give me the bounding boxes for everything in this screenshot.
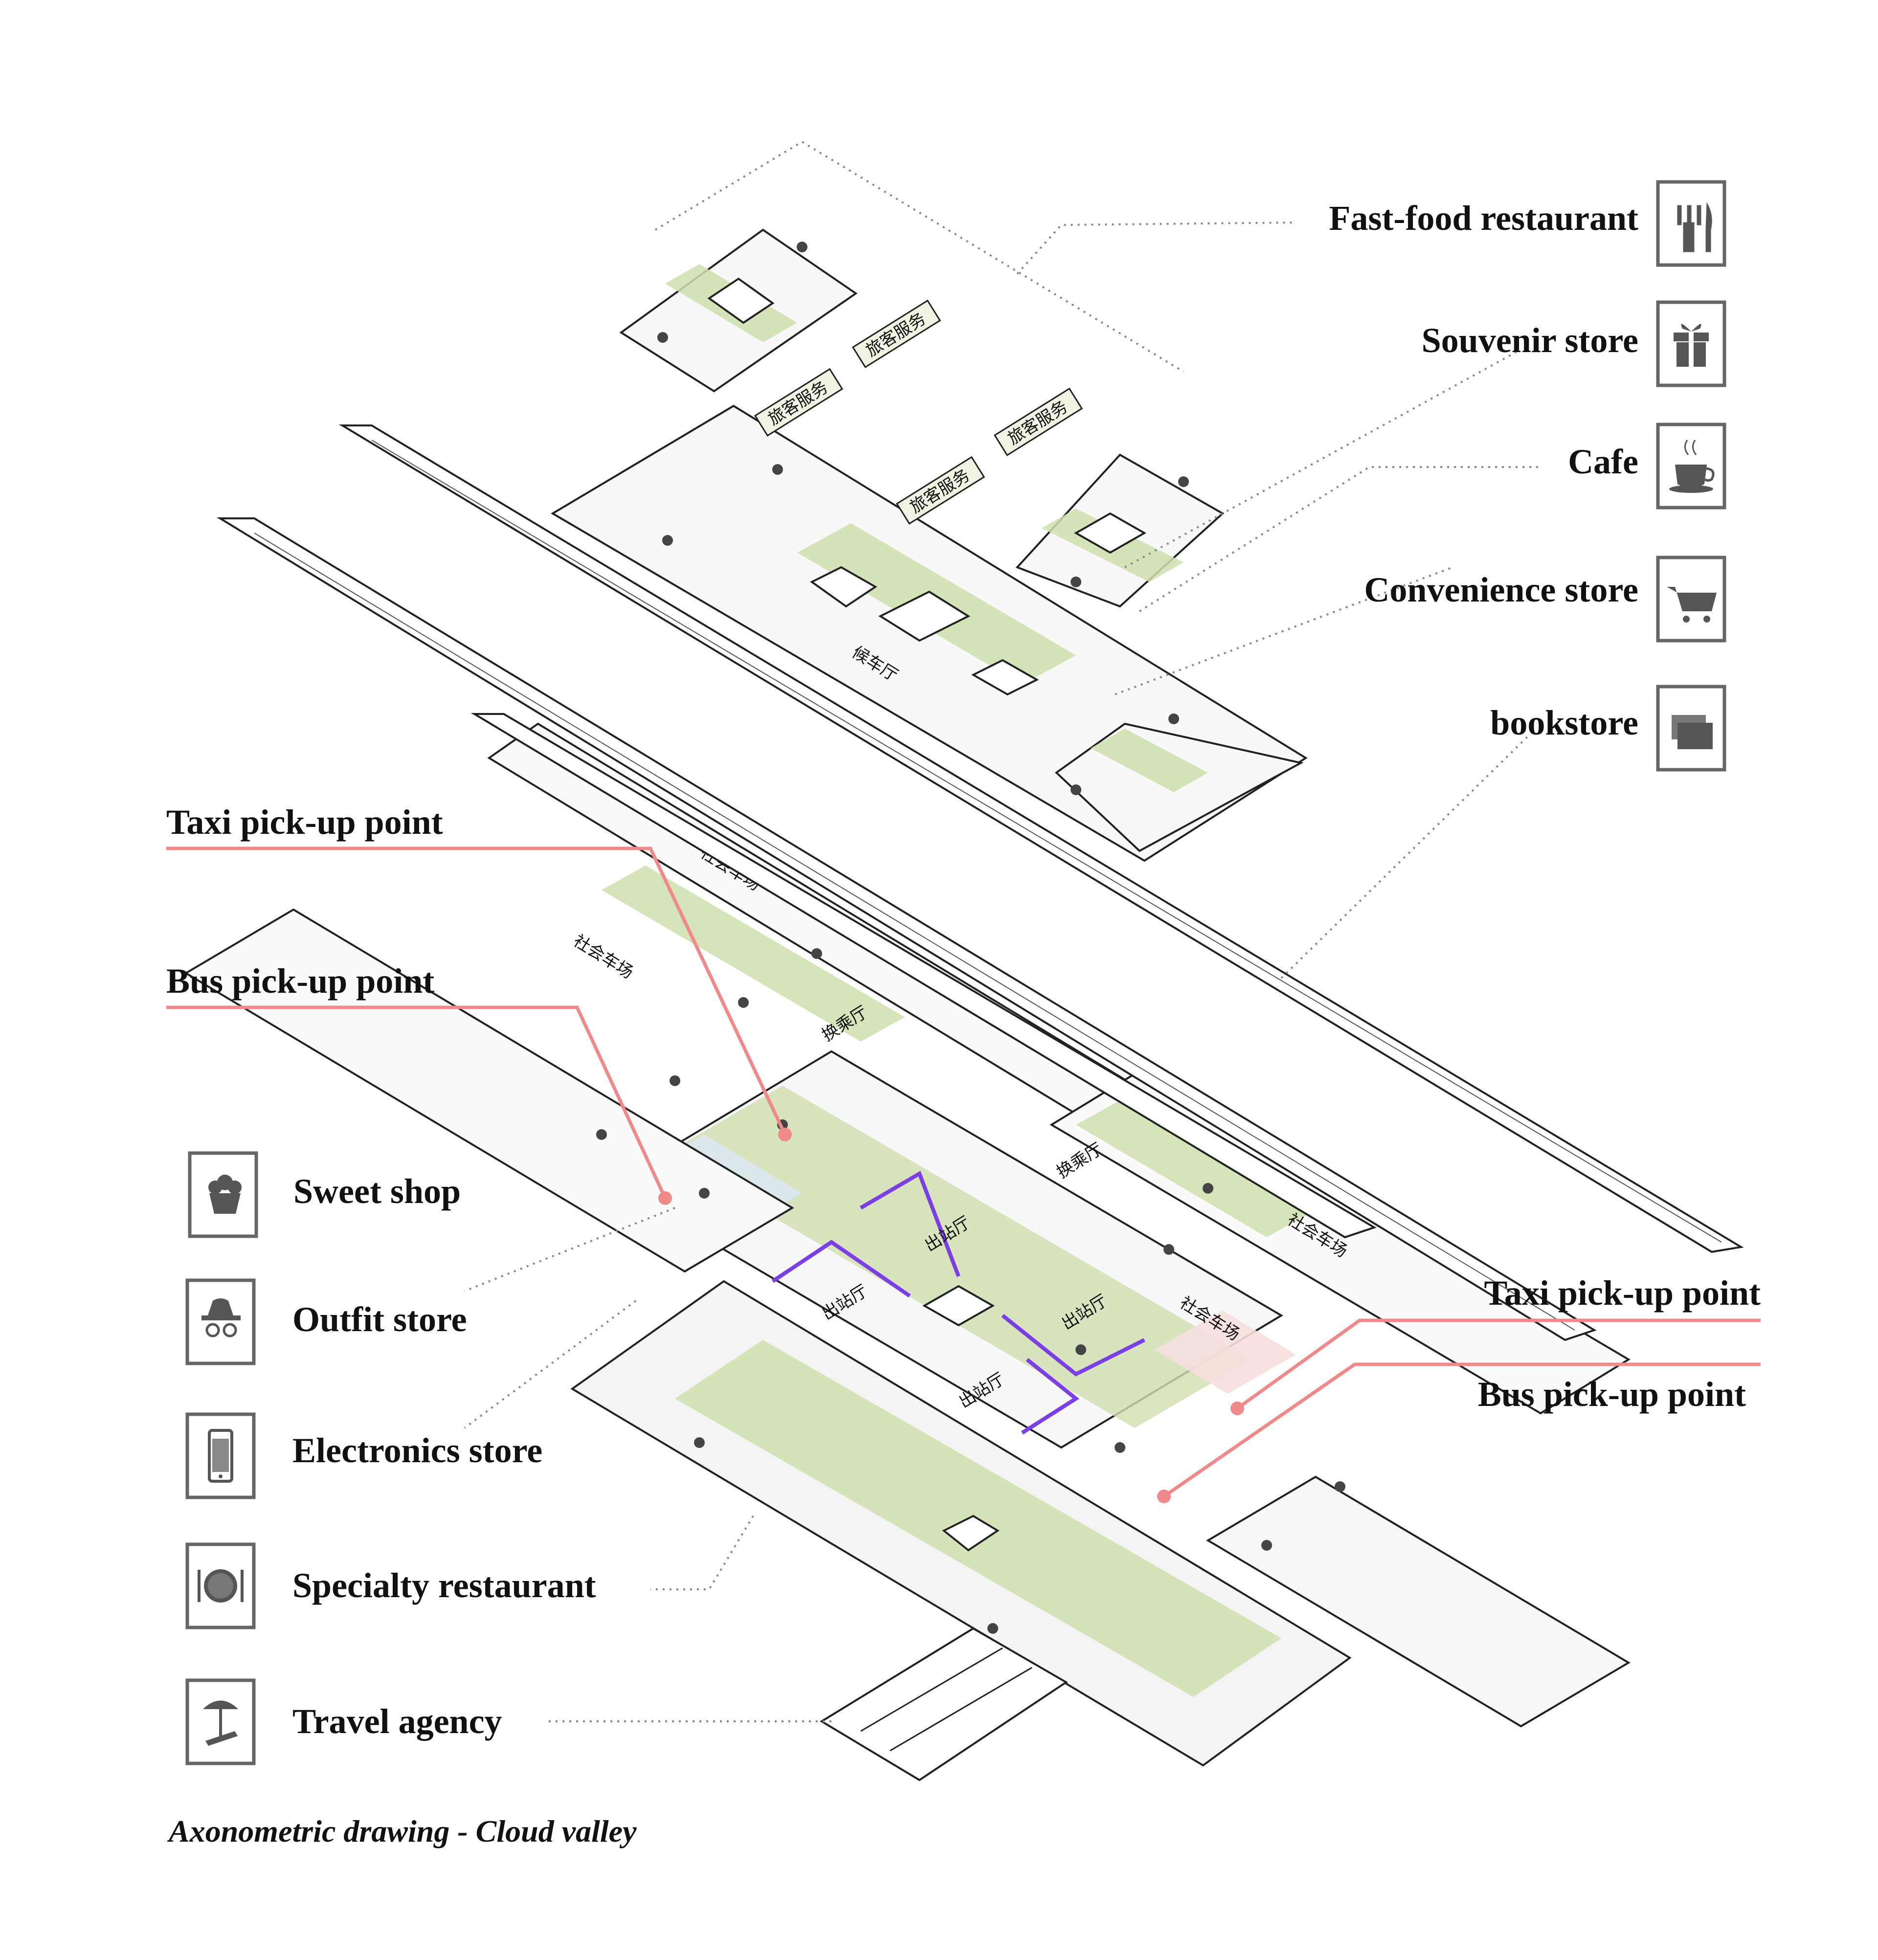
legend-label-fast-food: Fast-food restaurant bbox=[1329, 199, 1638, 238]
legend-label-bookstore: bookstore bbox=[1490, 703, 1638, 742]
right-legend: Fast-food restaurant Souvenir store Cafe… bbox=[1329, 180, 1726, 772]
gift-icon bbox=[1674, 324, 1709, 367]
parking-level: 社会车场 社会车场 社会车场 社会车场 换乘厅 换乘厅 bbox=[184, 722, 1631, 1728]
figure-caption: Axonometric drawing - Cloud valley bbox=[167, 1814, 637, 1849]
coffee-cup-icon bbox=[1669, 440, 1715, 493]
legend-label-outfit-store: Outfit store bbox=[292, 1300, 467, 1339]
bus-right-leader bbox=[1163, 1362, 1761, 1498]
cupcake-icon bbox=[208, 1175, 242, 1214]
smartphone-icon bbox=[208, 1429, 233, 1483]
fork-knife-icon bbox=[1677, 202, 1712, 252]
track-deck-mid bbox=[470, 713, 1377, 1239]
top-slab-right-void bbox=[1073, 512, 1147, 554]
beach-umbrella-icon bbox=[203, 1700, 238, 1746]
top-slab-right-lower-green bbox=[1091, 729, 1208, 792]
transfer-label-2: 换乘厅 bbox=[1053, 1139, 1106, 1182]
waiting-hall-void-1 bbox=[810, 566, 877, 608]
pickup-dots bbox=[658, 1128, 1244, 1503]
exit-green-zone bbox=[665, 1086, 1252, 1428]
exit-flow-arrow-4 bbox=[1021, 1358, 1079, 1435]
waiting-hall-void-3 bbox=[971, 659, 1039, 696]
taxi-right-leader bbox=[1236, 1318, 1761, 1410]
location-dots bbox=[596, 242, 1345, 1634]
bus-pickup-label-right: Bus pick-up point bbox=[1478, 1375, 1746, 1414]
exit-flow-arrow-2 bbox=[771, 1240, 911, 1298]
bottom-void bbox=[942, 1515, 1000, 1552]
leader-lines bbox=[464, 140, 1541, 1722]
exit-pink-zone bbox=[1154, 1311, 1296, 1394]
left-legend: Sweet shop Outfit store Electronics stor… bbox=[185, 1151, 596, 1765]
books-icon bbox=[1672, 715, 1713, 749]
legend-label-sweet-shop: Sweet shop bbox=[293, 1172, 461, 1211]
bus-left-leader bbox=[166, 1005, 667, 1199]
shopping-cart-icon bbox=[1667, 587, 1717, 623]
legend-label-cafe: Cafe bbox=[1568, 442, 1638, 481]
hat-glasses-icon bbox=[201, 1298, 241, 1337]
legend-label-electronics: Electronics store bbox=[292, 1431, 542, 1470]
top-level bbox=[619, 228, 1304, 852]
legend-label-specialty-restaurant: Specialty restaurant bbox=[292, 1566, 596, 1605]
exit-flow-arrow-3 bbox=[1001, 1314, 1145, 1377]
bottom-stair-tunnel bbox=[820, 1627, 1068, 1782]
pickup-lines bbox=[166, 846, 1761, 1498]
exit-central-void bbox=[922, 1285, 995, 1327]
taxi-pickup-label-right: Taxi pick-up point bbox=[1484, 1273, 1761, 1313]
parking-slab-left bbox=[184, 908, 794, 1273]
legend-label-convenience: Convenience store bbox=[1364, 570, 1638, 609]
transfer-green-right bbox=[1076, 1100, 1311, 1237]
waiting-hall-void-2 bbox=[878, 590, 971, 642]
bottom-level bbox=[570, 1280, 1352, 1782]
exit-flow-arrow-1 bbox=[859, 1171, 961, 1277]
top-slab-left-void bbox=[707, 277, 775, 324]
legend-label-souvenir: Souvenir store bbox=[1422, 321, 1638, 360]
parking-slab-far-right bbox=[1206, 1475, 1631, 1728]
track-decks bbox=[216, 424, 1744, 1341]
taxi-left-leader bbox=[166, 846, 787, 1136]
legend-label-travel-agency: Travel agency bbox=[292, 1702, 502, 1741]
parking-label-2: 社会车场 bbox=[570, 931, 637, 983]
plate-icon bbox=[198, 1569, 244, 1603]
bus-pickup-label-left: Bus pick-up point bbox=[166, 961, 434, 1001]
taxi-pickup-label-left: Taxi pick-up point bbox=[166, 802, 443, 842]
